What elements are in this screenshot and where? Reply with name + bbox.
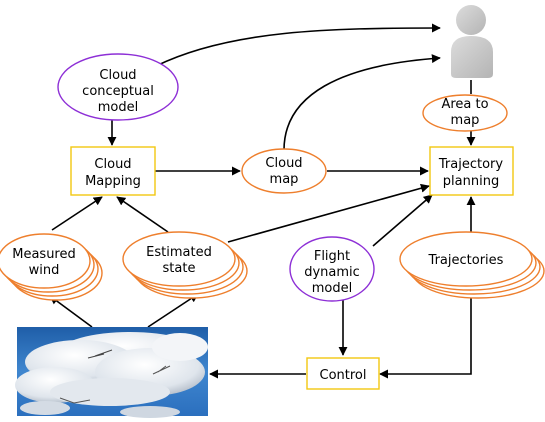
- edge-photo-to-state: [147, 293, 199, 328]
- edge-wind-to-mapping: [51, 196, 103, 231]
- user-silhouette-icon: [451, 5, 493, 78]
- edge-cloudmap-to-user: [283, 54, 441, 151]
- edge-photo-to-wind: [49, 295, 93, 328]
- edge-state-to-trajplan: [227, 183, 430, 243]
- node-trajectories: Trajectories: [399, 231, 545, 299]
- edge-state-to-mapping: [116, 196, 169, 233]
- edges: [49, 23, 476, 379]
- node-control: Control: [306, 357, 380, 390]
- svg-text:Control: Control: [320, 368, 367, 383]
- svg-text:Trajectories: Trajectories: [428, 253, 504, 268]
- edge-model-to-user: [155, 23, 441, 67]
- cloud-photo: [15, 327, 208, 418]
- edge-traj-to-control: [379, 291, 472, 379]
- edge-flight-to-trajplan: [372, 194, 433, 247]
